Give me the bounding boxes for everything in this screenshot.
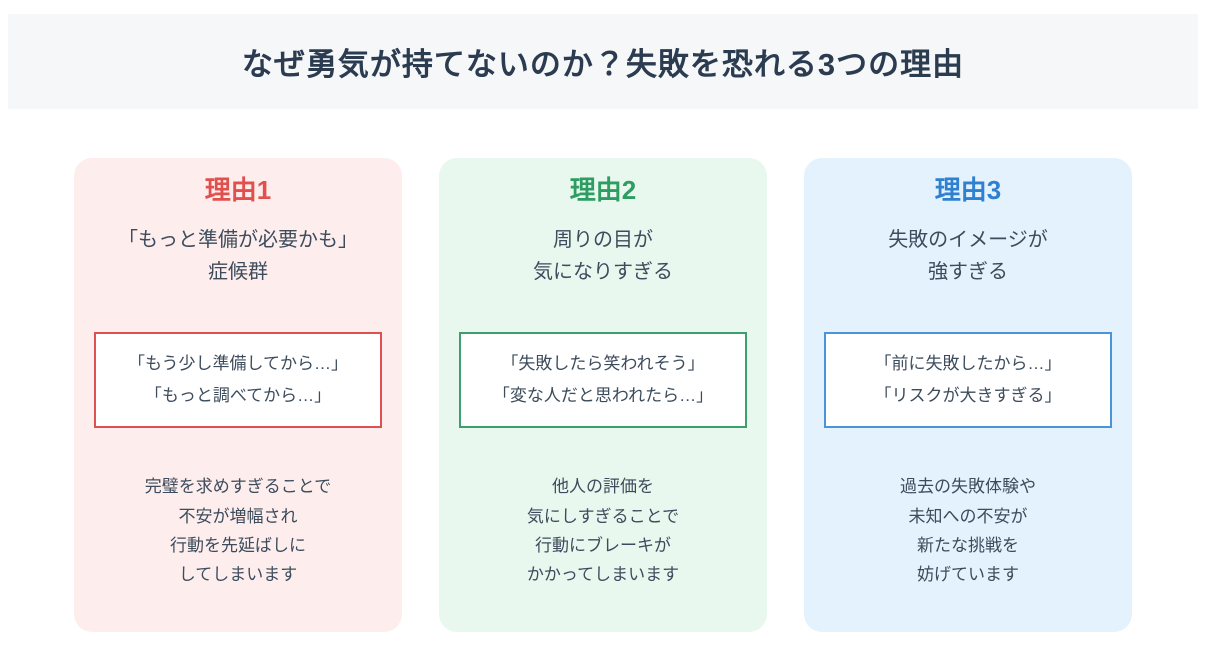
reason-1-label: 理由1 — [204, 175, 272, 205]
reason-1-quote-box: 「もう少し準備してから…」 「もっと調べてから…」 — [94, 331, 382, 429]
reason-2-quote-box: 「失敗したら笑われそう」 「変な人だと思われたら…」 — [459, 331, 747, 429]
reason-2-subtitle: 周りの目が 気になりすぎる — [533, 228, 673, 283]
reasons-cards-row: 理由1 「もっと準備が必要かも」 症候群 「もう少し準備してから…」 「もっと調… — [0, 158, 1206, 632]
reason-3-subtitle: 失敗のイメージが 強すぎる — [888, 228, 1048, 283]
reason-card-2: 理由2 周りの目が 気になりすぎる 「失敗したら笑われそう」 「変な人だと思われ… — [439, 158, 767, 632]
header-band: なぜ勇気が持てないのか？失敗を恐れる3つの理由 — [8, 14, 1198, 109]
reason-3-label: 理由3 — [934, 175, 1002, 205]
reason-3-quote-box: 「前に失敗したから…」 「リスクが大きすぎる」 — [824, 331, 1112, 429]
reason-1-description: 完璧を求めすぎることで 不安が増幅され 行動を先延ばしに してしまいます — [144, 477, 332, 585]
reason-2-description: 他人の評価を 気にしすぎることで 行動にブレーキが かかってしまいます — [526, 477, 680, 585]
reason-2-label: 理由2 — [569, 175, 637, 205]
reason-card-3: 理由3 失敗のイメージが 強すぎる 「前に失敗したから…」 「リスクが大きすぎる… — [804, 158, 1132, 632]
page-title: なぜ勇気が持てないのか？失敗を恐れる3つの理由 — [241, 47, 965, 82]
reason-card-1: 理由1 「もっと準備が必要かも」 症候群 「もう少し準備してから…」 「もっと調… — [74, 158, 402, 632]
reason-1-subtitle: 「もっと準備が必要かも」 症候群 — [118, 228, 358, 283]
reason-3-description: 過去の失敗体験や 未知への不安が 新たな挑戦を 妨げています — [900, 477, 1036, 585]
